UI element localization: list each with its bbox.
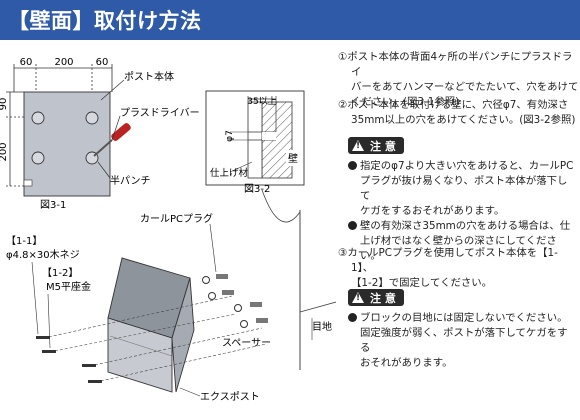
caution-badge: ! 注 意 <box>348 289 404 306</box>
label-half-punch: 半パンチ <box>110 174 151 187</box>
punch-hole-bl <box>31 151 45 165</box>
wall-outline <box>261 189 336 370</box>
screwdriver-icon <box>93 123 131 157</box>
label-joint: 目地 <box>312 320 332 333</box>
figure-3-1: 60 200 60 90 200 ポスト本体 プラスドライバー 半パンチ 図3-… <box>0 57 200 211</box>
label-curl-pc-plug: カールPCプラグ <box>140 212 213 225</box>
caution-item: 壁の有効深さ35mmの穴をあける場合は、仕上げ材ではなく壁からの深さにしてくださ… <box>348 219 576 264</box>
dim-top-3: 60 <box>96 57 109 68</box>
dim-left-2: 200 <box>0 142 9 161</box>
label-ex-post: エクスポスト <box>200 391 260 403</box>
section-title: 【壁面】取付け方法 <box>8 9 202 33</box>
caution-box-2: ! 注 意 ブロックの目地には固定しないでください。固定強度が弱く、ポストが落下… <box>348 288 576 371</box>
step-3: ③カールPCプラグを使用してポスト本体を【1-1】、【1-2】で固定してください… <box>338 247 558 289</box>
dim-depth: 35以上 <box>247 96 276 107</box>
figure-3-2: 35以上 φ7 壁 仕上げ材 図3-2 <box>205 90 305 195</box>
label-post-body: ポスト本体 <box>124 70 174 83</box>
dim-top-1: 60 <box>20 57 33 68</box>
label-screwdriver: プラスドライバー <box>120 107 200 119</box>
part-1-2-id: 【1-2】 <box>42 267 78 279</box>
punch-hole-tr <box>85 111 99 125</box>
assembly-labels: カールPCプラグ 【1-1】 φ4.8×30木ネジ 【1-2】 M5平座金 スペ… <box>6 212 332 403</box>
step-1: ①ポスト本体の背面4ヶ所の半パンチにプラスドライバーをあてハンマーなどでたたいて… <box>338 51 579 108</box>
warning-icon: ! <box>352 292 364 303</box>
section-header: 【壁面】取付け方法 <box>0 0 580 40</box>
ex-post-body <box>107 257 195 393</box>
warning-icon: ! <box>352 140 364 151</box>
part-1-1-name: φ4.8×30木ネジ <box>6 249 80 261</box>
dim-diameter: φ7 <box>225 130 235 142</box>
caution-item: ブロックの目地には固定しないでください。固定強度が弱く、ポストが落下してケガをす… <box>348 311 576 371</box>
screw-set <box>36 274 268 383</box>
post-back-panel <box>23 91 111 197</box>
label-wall: 壁 <box>288 152 298 165</box>
dim-left-1: 90 <box>0 98 9 111</box>
part-1-2-name: M5平座金 <box>46 280 91 293</box>
caution-badge: ! 注 意 <box>348 137 404 154</box>
label-finish-material: 仕上げ材 <box>210 167 249 179</box>
label-spacer: スペーサー <box>222 337 271 349</box>
dim-top-2: 200 <box>54 57 73 68</box>
part-1-1-id: 【1-1】 <box>6 235 42 247</box>
installation-diagram: 60 200 60 90 200 ポスト本体 プラスドライバー 半パンチ 図3-… <box>0 57 336 403</box>
punch-hole-tl <box>31 111 45 125</box>
caption-fig-3-2: 図3-2 <box>244 183 270 195</box>
caption-fig-3-1: 図3-1 <box>40 199 66 211</box>
